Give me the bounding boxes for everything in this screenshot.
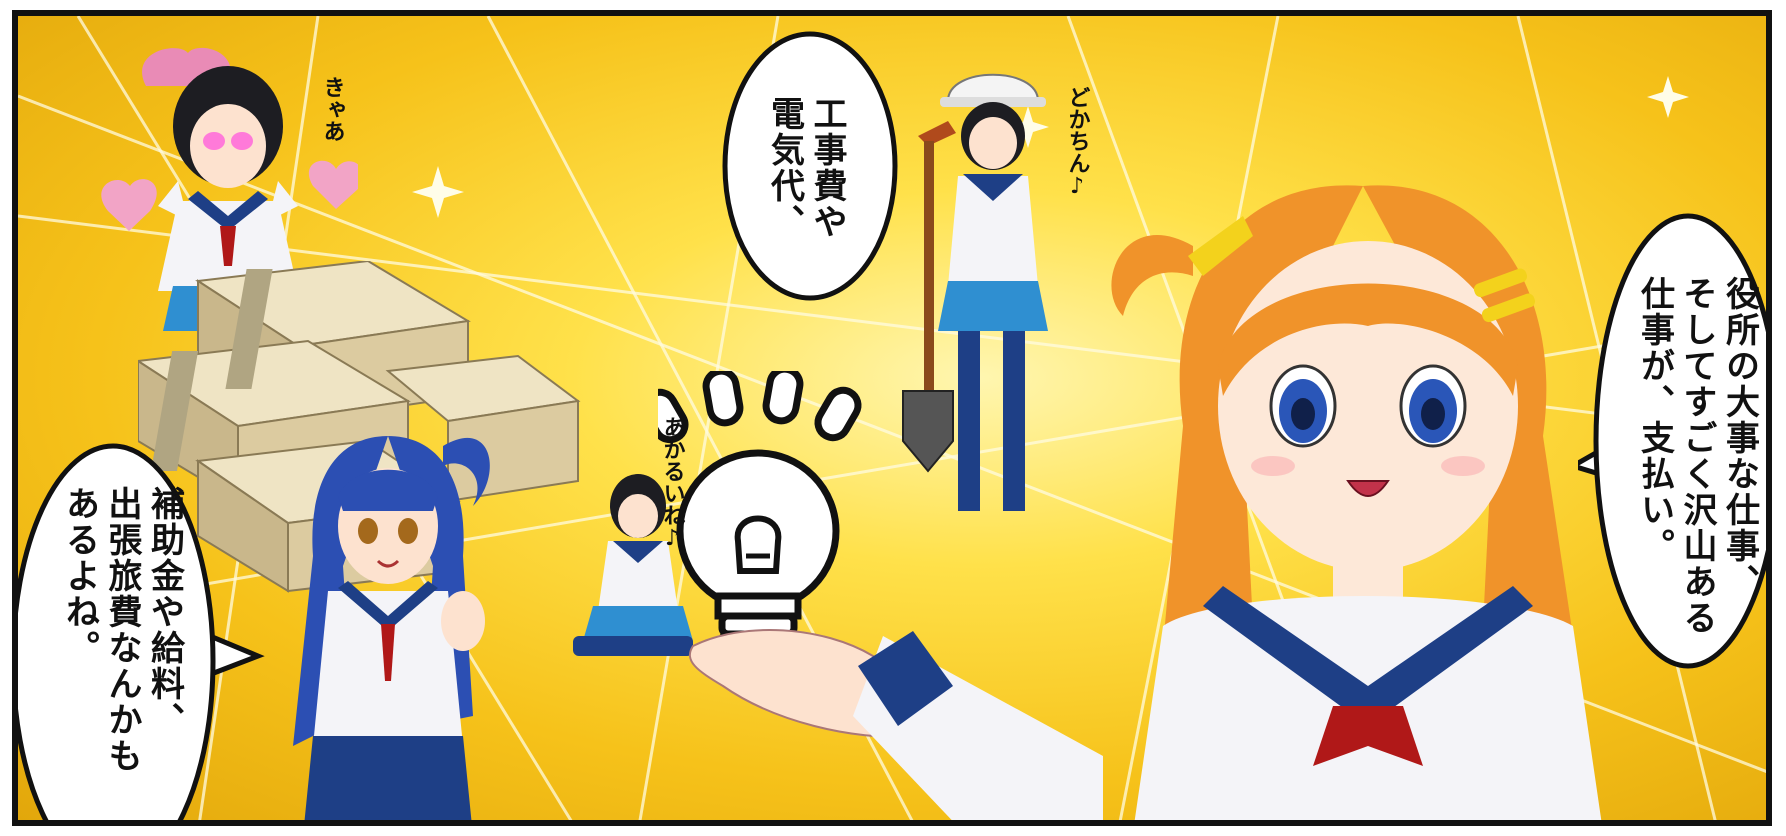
sfx-dokachin: どかちん♪ <box>1064 86 1090 199</box>
sfx-akarui: あかるいね♪ <box>659 416 685 551</box>
heart-icon <box>101 179 157 231</box>
heart-icon <box>308 160 358 209</box>
hard-hat-icon <box>946 73 1040 102</box>
speech-bubble <box>722 31 898 301</box>
girl-orange-hair-character <box>1111 185 1602 820</box>
speech-bubble <box>18 443 265 820</box>
girl-shovel-character <box>902 73 1048 511</box>
speech-text-top: 工事費や 電気代、 <box>764 96 848 240</box>
shovel-icon <box>902 390 954 473</box>
comic-panel: 工事費や 電気代、 役所の大事な仕事、 そしてすごく沢山ある 仕事が、支払い。 … <box>12 10 1772 826</box>
girl-blue-hair-character <box>293 436 490 820</box>
speech-text-right: 役所の大事な仕事、 そしてすごく沢山ある 仕事が、支払い。 <box>1634 276 1760 636</box>
girl-sitting-character <box>573 474 693 656</box>
sfx-kyaa: きゃあ <box>319 76 345 142</box>
speech-text-left: 補助金や給料、 出張旅費なんかも あるよね。 <box>59 486 185 774</box>
hand-arm-image <box>688 628 1103 820</box>
speech-bubble <box>1578 213 1766 669</box>
